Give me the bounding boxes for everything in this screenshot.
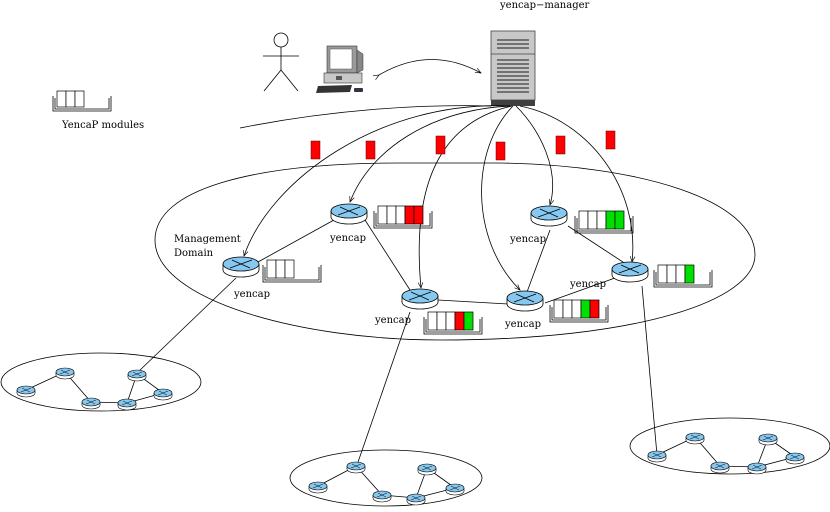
agent-a3[interactable]: yencap bbox=[374, 288, 483, 335]
router-icon bbox=[16, 385, 36, 398]
module-empty bbox=[666, 264, 677, 284]
module-empty bbox=[395, 205, 406, 225]
router-icon bbox=[611, 261, 649, 283]
router-icon bbox=[417, 463, 437, 476]
subnetwork-3 bbox=[629, 417, 830, 475]
module-empty bbox=[562, 299, 573, 319]
module-red bbox=[454, 311, 465, 331]
module-rack bbox=[262, 259, 322, 283]
module-empty bbox=[436, 311, 447, 331]
message-icon bbox=[435, 135, 446, 155]
module-empty bbox=[587, 210, 598, 230]
agent-a1[interactable]: yencap bbox=[222, 256, 322, 300]
person-icon bbox=[263, 32, 299, 92]
domain-label-line1: Management bbox=[174, 234, 241, 245]
workstation-icon bbox=[316, 45, 364, 93]
router-icon bbox=[153, 388, 173, 401]
router-icon bbox=[55, 367, 75, 380]
module-green bbox=[580, 299, 591, 319]
message-icon bbox=[605, 130, 616, 150]
module-red bbox=[404, 205, 415, 225]
router-icon bbox=[758, 433, 778, 446]
router-icon bbox=[401, 288, 439, 310]
module-green bbox=[684, 264, 695, 284]
module-empty bbox=[266, 259, 277, 279]
module-empty bbox=[427, 311, 438, 331]
router-icon bbox=[747, 462, 767, 475]
manager-link bbox=[379, 59, 481, 75]
router-icon bbox=[530, 205, 568, 227]
agent-label: yencap bbox=[569, 279, 606, 290]
management-domain bbox=[154, 162, 756, 341]
subnetwork-2 bbox=[289, 449, 483, 507]
module-empty bbox=[657, 264, 668, 284]
module-empty bbox=[675, 264, 686, 284]
module-red bbox=[589, 299, 600, 319]
module-red bbox=[413, 205, 424, 225]
router-icon bbox=[445, 483, 465, 496]
module-empty bbox=[284, 259, 295, 279]
module-rack bbox=[549, 299, 609, 323]
agent-label: yencap bbox=[374, 315, 411, 326]
module-empty bbox=[596, 210, 607, 230]
router-icon bbox=[330, 203, 368, 225]
module-green bbox=[463, 311, 474, 331]
module-empty bbox=[571, 299, 582, 319]
module-rack bbox=[373, 205, 433, 229]
agent-a4[interactable]: yencap bbox=[504, 290, 609, 330]
module-rack bbox=[574, 210, 634, 234]
agent-a6[interactable]: yencap bbox=[569, 261, 713, 290]
server-icon bbox=[490, 30, 536, 106]
agent-a2[interactable]: yencap bbox=[329, 203, 433, 244]
modules-legend-label: YencaP modules bbox=[61, 120, 144, 131]
router-icon bbox=[308, 481, 328, 494]
module-rack bbox=[653, 264, 713, 288]
module-empty bbox=[386, 205, 397, 225]
module-rack bbox=[423, 311, 483, 335]
message-icon bbox=[555, 135, 566, 155]
module-empty bbox=[578, 210, 589, 230]
router-icon bbox=[406, 493, 426, 506]
router-icon bbox=[127, 369, 147, 382]
module-empty bbox=[275, 259, 286, 279]
router-icon bbox=[346, 461, 366, 474]
agent-label: yencap bbox=[329, 233, 366, 244]
management-links bbox=[239, 105, 633, 290]
message-icon bbox=[495, 141, 506, 161]
module-empty bbox=[445, 311, 456, 331]
router-icon bbox=[710, 461, 730, 474]
router-icon bbox=[372, 490, 392, 503]
agent-label: yencap bbox=[504, 319, 541, 330]
router-icon bbox=[785, 452, 805, 465]
domain-label-line2: Domain bbox=[174, 248, 214, 259]
in-transit-messages bbox=[310, 130, 616, 161]
router-icon bbox=[117, 398, 137, 411]
agent-label: yencap bbox=[509, 234, 546, 245]
message-icon bbox=[365, 140, 376, 160]
module-rack-icon bbox=[52, 90, 112, 112]
subnetwork-1 bbox=[0, 352, 202, 412]
agent-label: yencap bbox=[233, 289, 270, 300]
module-green bbox=[614, 210, 625, 230]
router-icon bbox=[685, 432, 705, 445]
module-empty bbox=[377, 205, 388, 225]
manager-label: yencap−manager bbox=[499, 0, 590, 11]
router-icon bbox=[506, 290, 544, 312]
agent-links bbox=[137, 219, 658, 466]
agent-a5[interactable]: yencap bbox=[509, 205, 634, 245]
router-icon bbox=[81, 397, 101, 410]
module-empty bbox=[553, 299, 564, 319]
message-icon bbox=[310, 140, 321, 160]
router-icon bbox=[647, 450, 667, 463]
module-green bbox=[605, 210, 616, 230]
router-icon bbox=[222, 256, 260, 278]
